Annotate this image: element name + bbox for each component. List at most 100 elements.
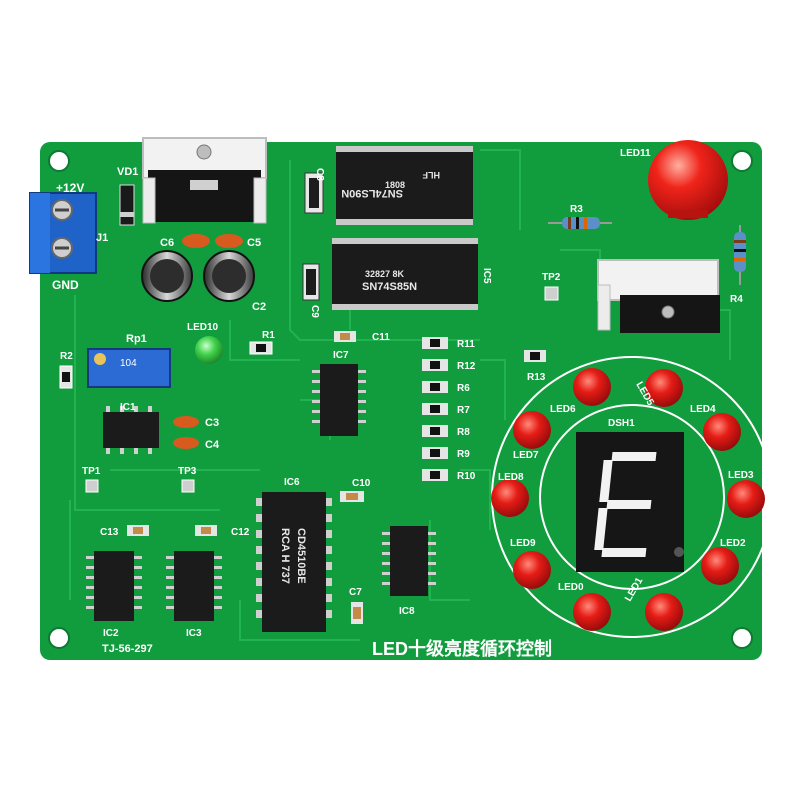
r3-label: R3 (570, 204, 583, 215)
ic6-chip (256, 492, 332, 632)
rp1-value: 104 (120, 358, 137, 369)
led-ring-inner (539, 404, 725, 590)
ceramic-cap-c6 (182, 234, 210, 248)
ring-led-label: LED0 (558, 582, 584, 593)
dsh1-label: DSH1 (608, 418, 635, 429)
tp1-label: TP1 (82, 466, 101, 477)
ring-led-label: LED8 (498, 472, 524, 483)
ic7-chip (312, 364, 366, 436)
tp2-label: TP2 (542, 272, 561, 283)
ic8-label: IC8 (399, 606, 415, 617)
ceramic-cap-c3 (173, 416, 199, 428)
ring-led (573, 593, 611, 631)
ring-led-label: LED7 (513, 450, 539, 461)
ic1-label: IC1 (120, 402, 136, 413)
r1-label: R1 (262, 330, 275, 341)
seven-segment-display (576, 432, 684, 572)
c13-label: C13 (100, 527, 119, 538)
led10-label: LED10 (187, 322, 219, 333)
smd-resistor-body (430, 405, 440, 413)
ic4-marking-3: HLF (422, 170, 440, 180)
c12-label: C12 (231, 527, 250, 538)
c5-label: C5 (247, 237, 261, 249)
smd-resistor-body (430, 383, 440, 391)
ic4-chip (336, 146, 473, 225)
ring-led (513, 551, 551, 589)
ceramic-cap-c5 (215, 234, 243, 248)
c8-label: C8 (314, 168, 325, 181)
c2-label: C2 (252, 301, 266, 313)
ring-led (701, 547, 739, 585)
mounting-holes (48, 150, 753, 649)
board-title: LED十级亮度循环控制 (372, 638, 552, 659)
smd-resistor-body (430, 427, 440, 435)
resistor-bank-label: R11 (457, 339, 475, 350)
ic6-marking-2: RCA H 737 (279, 528, 291, 584)
smd-resistor-body (430, 339, 440, 347)
r4-label: R4 (730, 294, 743, 305)
ring-led (491, 479, 529, 517)
resistor-bank-label: R12 (457, 361, 476, 372)
ring-led-label: LED4 (690, 404, 716, 415)
ring-led (645, 369, 683, 407)
c6-label: C6 (160, 237, 174, 249)
ic4-marking-1: SN74LS90N (341, 187, 403, 199)
ic5-marking-1: SN74S85N (362, 281, 417, 293)
c9-label: C9 (309, 305, 320, 318)
r2-label: R2 (60, 351, 73, 362)
vd1-label: VD1 (117, 166, 138, 178)
resistor-r4 (734, 225, 746, 285)
c7-label: C7 (349, 587, 362, 598)
ic6-label: IC6 (284, 477, 300, 488)
ic3-label: IC3 (186, 628, 202, 639)
rp1-label: Rp1 (126, 333, 147, 345)
ring-led (645, 593, 683, 631)
electrolytic-capacitors (141, 250, 255, 302)
resistor-bank-label: R8 (457, 427, 470, 438)
ic5-chip (332, 238, 478, 310)
ic7-label: IC7 (333, 350, 349, 361)
ic1-chip (103, 412, 159, 448)
ic8-chip (382, 526, 436, 596)
ic3-chip (166, 551, 222, 621)
heatsink-left (142, 137, 267, 224)
ring-led (513, 411, 551, 449)
ic2-label: IC2 (103, 628, 119, 639)
ring-led-label: LED6 (550, 404, 576, 415)
c3-label: C3 (205, 417, 219, 429)
heatsink-right (597, 259, 720, 333)
ring-led-label: LED2 (720, 538, 746, 549)
resistor-bank-label: R7 (457, 405, 470, 416)
ring-led (703, 413, 741, 451)
resistor-bank-label: R9 (457, 449, 470, 460)
led11 (648, 140, 728, 220)
ic6-marking-1: CD4510BE (295, 528, 307, 584)
tp3-pad (181, 479, 195, 493)
gnd-label: GND (52, 278, 79, 292)
ceramic-cap-c4 (173, 437, 199, 449)
resistor-bank-label: R10 (457, 471, 476, 482)
resistor-bank-label: R6 (457, 383, 470, 394)
ic2-chip (86, 551, 142, 621)
tp3-label: TP3 (178, 466, 197, 477)
c10-label: C10 (352, 478, 371, 489)
led11-label: LED11 (620, 148, 651, 159)
ic5-marking-2: 32827 8K (365, 269, 405, 279)
diode-vd1 (119, 184, 135, 226)
ring-led (573, 368, 611, 406)
smd-resistor-body (430, 471, 440, 479)
resistor-r3 (548, 217, 612, 229)
ring-led-label: LED3 (728, 470, 754, 481)
tp2-pad (544, 286, 559, 301)
smd-resistor-body (430, 361, 440, 369)
smd-resistor-body (430, 449, 440, 457)
r13-label: R13 (527, 372, 546, 383)
ic4-marking-2: 1808 (385, 180, 405, 190)
terminal-block (29, 192, 97, 274)
c11-label: C11 (372, 332, 390, 343)
ic5-label: IC5 (481, 268, 492, 284)
power-label: +12V (56, 181, 84, 195)
ring-led (727, 480, 765, 518)
